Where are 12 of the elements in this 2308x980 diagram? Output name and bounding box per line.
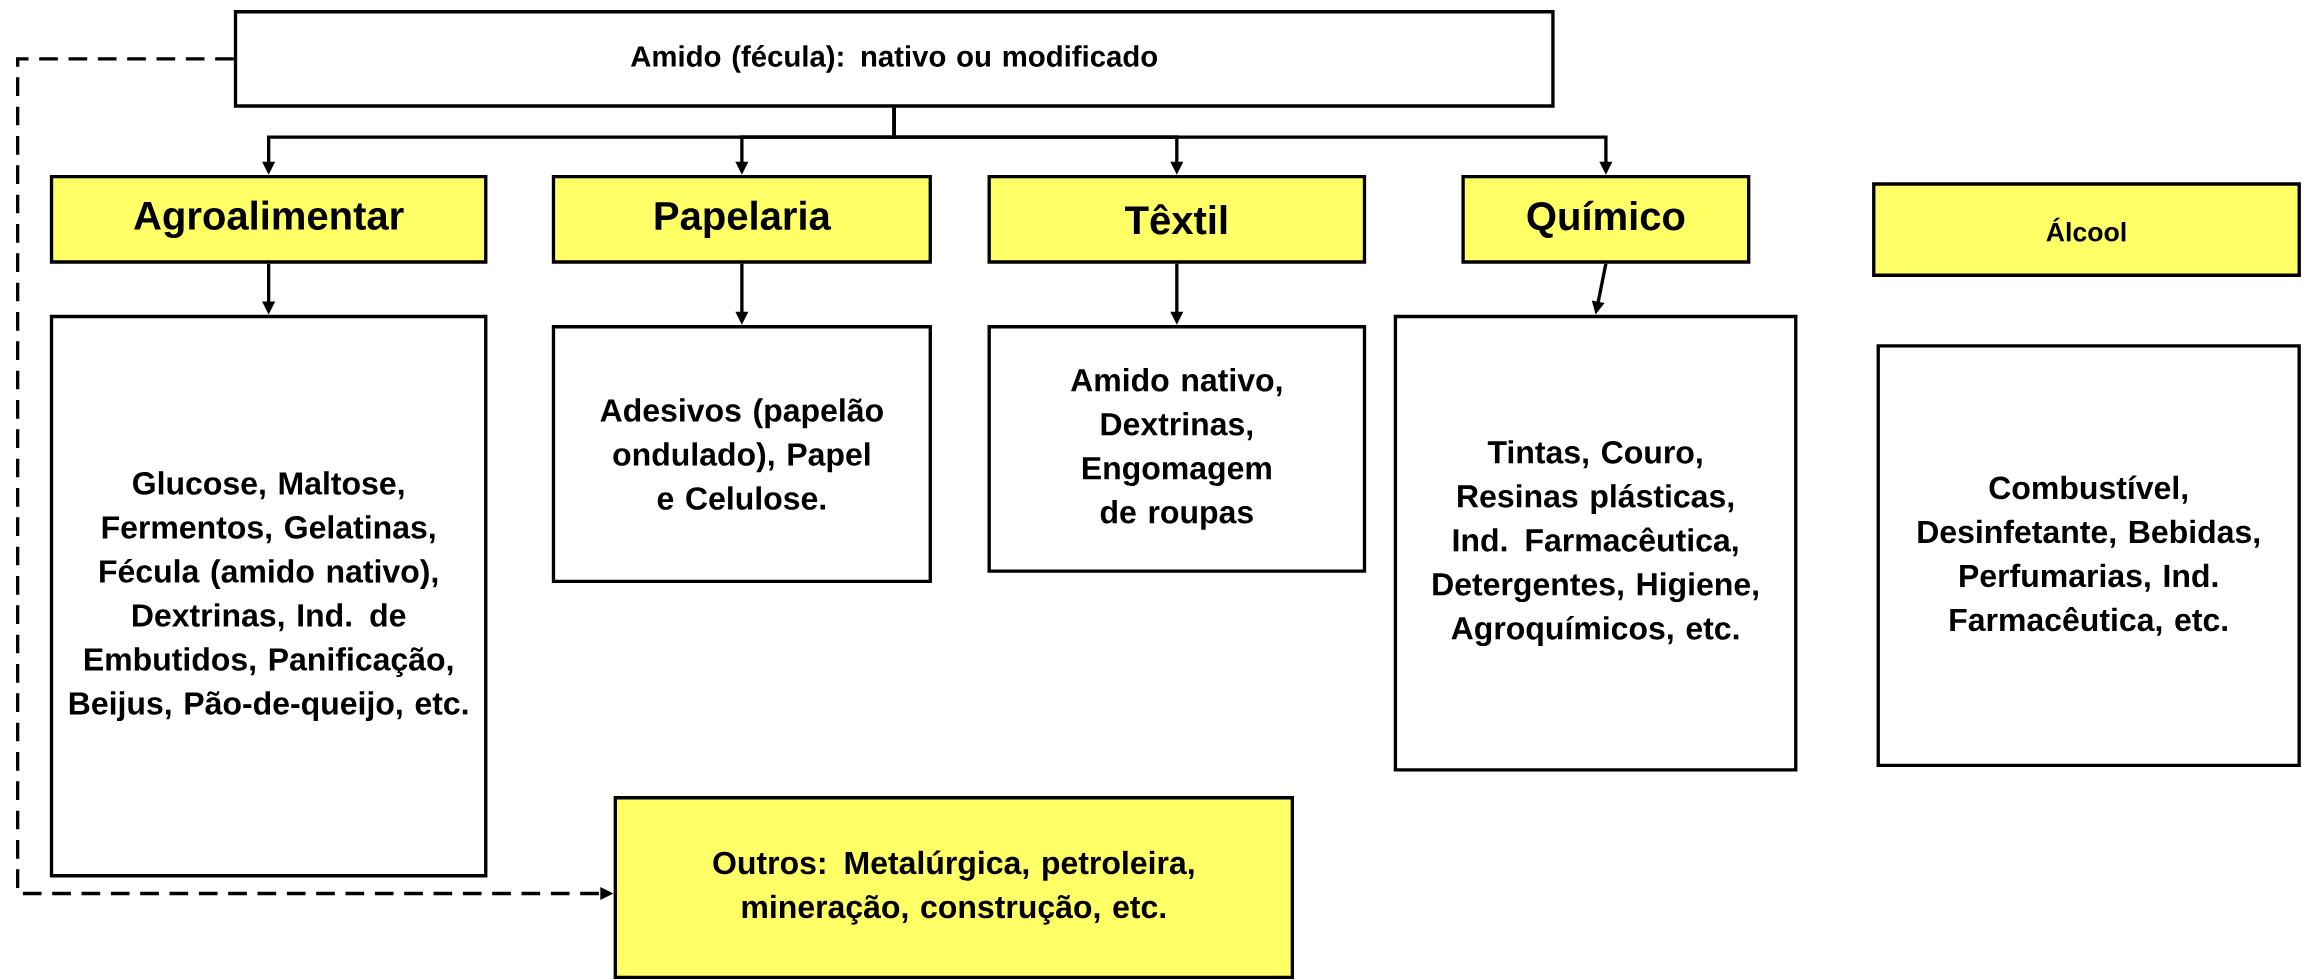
title-box: Amido (fécula): nativo ou modificado bbox=[233, 9, 1555, 108]
category-box: Agroalimentar bbox=[49, 174, 488, 264]
product-box: Combustível, Desinfetante, Bebidas, Perfumarias, Ind. Farmacêutica, etc. bbox=[1876, 344, 2301, 767]
product-box: Amido nativo, Dextrinas, Engomagem de roupas bbox=[987, 324, 1367, 573]
note-box: Outros: Metalúrgica, petroleira, mineração, construção, etc. bbox=[613, 795, 1294, 979]
category-box: Químico bbox=[1461, 174, 1751, 264]
product-box: Adesivos (papelão ondulado), Papel e Celulose. bbox=[551, 324, 932, 583]
product-box: Glucose, Maltose, Fermentos, Gelatinas, Fécula (amido nativo), Dextrinas, Ind. de Embutidos, Panificação, Beijus, Pão-de-queijo, etc. bbox=[49, 314, 488, 878]
category-box: Papelaria bbox=[551, 174, 932, 264]
product-box: Tintas, Couro, Resinas plásticas, Ind. Farmacêutica, Detergentes, Higiene, Agroquímicos, etc. bbox=[1393, 314, 1798, 772]
category-box: Álcool bbox=[1872, 182, 2301, 277]
category-box: Têxtil bbox=[987, 174, 1367, 264]
